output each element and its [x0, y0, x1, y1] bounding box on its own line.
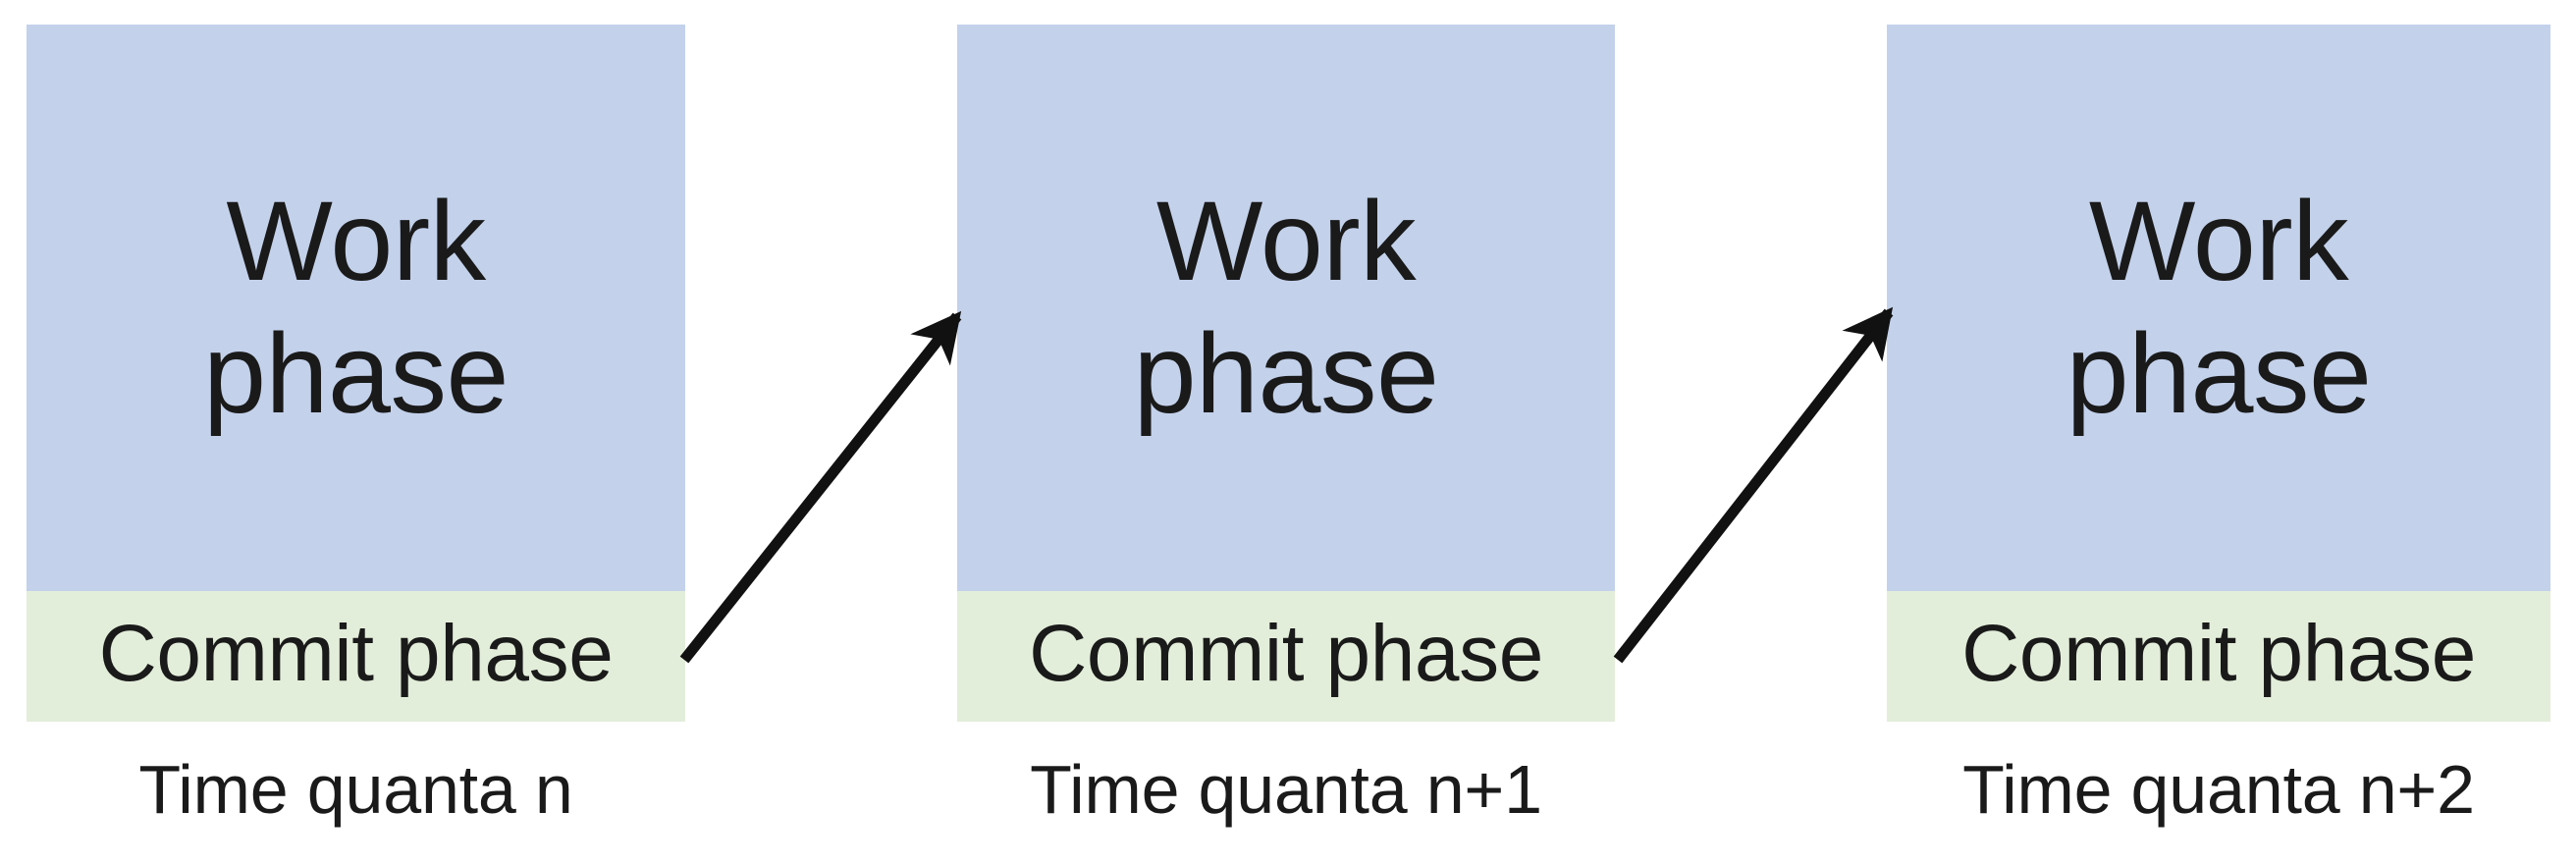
work-phase-label-line2: phase: [2066, 310, 2372, 437]
commit-phase-label: Commit phase: [1961, 608, 2476, 698]
quanta-block-n: Work phase Commit phase: [27, 25, 685, 722]
quanta-block-n-plus-2: Work phase Commit phase: [1887, 25, 2550, 722]
work-phase-label-line1: Work: [226, 178, 486, 304]
work-phase-section-n: Work phase: [27, 25, 685, 591]
work-phase-section-n-plus-2: Work phase: [1887, 25, 2550, 591]
work-phase-label-line2: phase: [1133, 310, 1439, 437]
quanta-caption-n: Time quanta n: [138, 751, 573, 828]
quanta-caption-n-plus-2: Time quanta n+2: [1962, 751, 2475, 828]
work-phase-label-line2: phase: [203, 310, 509, 437]
arrow-quanta-n-plus-1-to-n-plus-2: [1613, 306, 1894, 664]
work-phase-label-line1: Work: [2088, 178, 2349, 304]
quanta-caption-n-plus-1: Time quanta n+1: [1030, 751, 1542, 828]
commit-phase-label: Commit phase: [1029, 608, 1543, 698]
commit-phase-section-n-plus-1: Commit phase: [957, 591, 1615, 722]
work-phase-label-line1: Work: [1155, 178, 1417, 304]
commit-phase-section-n-plus-2: Commit phase: [1887, 591, 2550, 722]
commit-phase-label: Commit phase: [98, 608, 614, 698]
quanta-block-n-plus-1: Work phase Commit phase: [957, 25, 1615, 722]
work-phase-section-n-plus-1: Work phase: [957, 25, 1615, 591]
commit-phase-section-n: Commit phase: [27, 591, 685, 722]
arrow-quanta-n-to-n-plus-1: [679, 310, 962, 664]
